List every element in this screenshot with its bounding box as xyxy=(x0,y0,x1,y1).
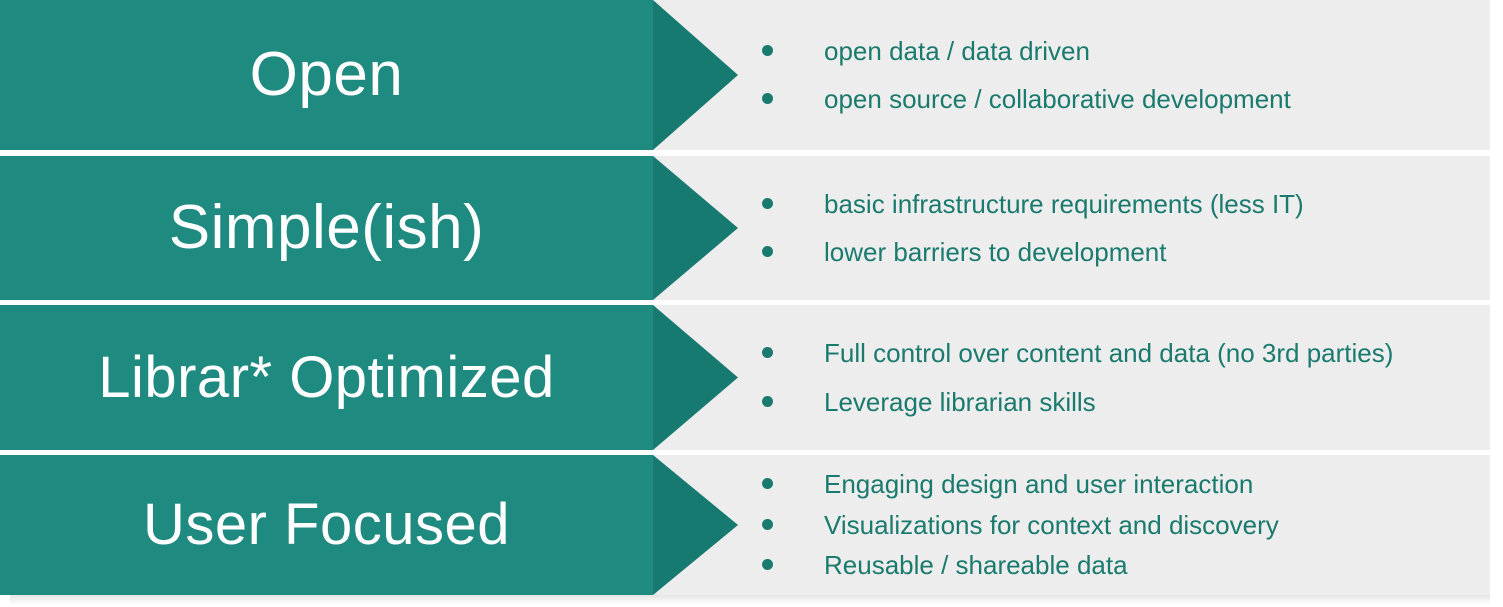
list-item: Engaging design and user interaction xyxy=(762,468,1490,501)
diagram-row: Simple(ish) basic infrastructure require… xyxy=(0,156,1490,300)
diagram-row: Open open data / data driven open source… xyxy=(0,0,1490,150)
bullet-dot-icon xyxy=(762,93,773,104)
list-item: Visualizations for context and discovery xyxy=(762,509,1490,542)
bullet-dot-icon xyxy=(762,246,773,257)
bullet-list: open data / data driven open source / co… xyxy=(760,0,1490,150)
chevron-label: Open xyxy=(249,40,404,109)
list-item: open source / collaborative development xyxy=(762,83,1490,116)
list-item-label: Engaging design and user interaction xyxy=(824,469,1254,500)
chevron-shape: Librar* Optimized xyxy=(0,305,738,450)
bullet-list: Full control over content and data (no 3… xyxy=(760,305,1490,450)
chevron-label: Librar* Optimized xyxy=(98,344,555,410)
chevron-body xyxy=(0,156,653,300)
list-item-label: open data / data driven xyxy=(824,35,1090,66)
chevron-body xyxy=(0,305,653,450)
list-item-label: open source / collaborative development xyxy=(824,84,1291,114)
list-item-label: Full control over content and data (no 3… xyxy=(824,338,1394,368)
bullet-dot-icon xyxy=(762,478,773,490)
chevron-shape: Simple(ish) xyxy=(0,156,738,300)
bullet-dot-icon xyxy=(762,197,773,209)
list-item: open data / data driven xyxy=(762,35,1490,68)
list-item: basic infrastructure requirements (less … xyxy=(762,188,1490,221)
chevron-label: Simple(ish) xyxy=(168,193,485,262)
chevron-arrow-head-icon xyxy=(653,156,738,300)
chevron-shape: User Focused xyxy=(0,455,738,595)
list-item-label: Leverage librarian skills xyxy=(824,386,1096,417)
chevron-body xyxy=(0,455,653,595)
bullet-list: Engaging design and user interaction Vis… xyxy=(760,455,1490,595)
list-item: lower barriers to development xyxy=(762,236,1490,269)
list-item: Full control over content and data (no 3… xyxy=(762,337,1490,370)
chevron-shape: Open xyxy=(0,0,738,150)
chevron-label: User Focused xyxy=(142,492,511,557)
bottom-shadow xyxy=(10,595,1490,605)
bullet-dot-icon xyxy=(762,44,773,56)
chevron-arrow-head-icon xyxy=(653,305,738,450)
list-item-label: lower barriers to development xyxy=(824,237,1167,267)
bullet-dot-icon xyxy=(762,518,773,530)
list-item: Leverage librarian skills xyxy=(762,386,1490,419)
list-item: Reusable / shareable data xyxy=(762,549,1490,582)
list-item-label: Visualizations for context and discovery xyxy=(824,509,1279,540)
diagram-row: User Focused Engaging design and user in… xyxy=(0,455,1490,595)
chevron-body xyxy=(0,0,653,150)
bullet-dot-icon xyxy=(762,395,773,407)
bullet-dot-icon xyxy=(762,559,773,571)
list-item-label: Reusable / shareable data xyxy=(824,550,1128,581)
diagram-row: Librar* Optimized Full control over cont… xyxy=(0,305,1490,450)
chevron-arrow-head-icon xyxy=(653,455,738,595)
list-item-label: basic infrastructure requirements (less … xyxy=(824,188,1304,219)
bullet-dot-icon xyxy=(762,347,773,358)
bullet-list: basic infrastructure requirements (less … xyxy=(760,156,1490,300)
chevron-arrow-head-icon xyxy=(653,0,738,150)
